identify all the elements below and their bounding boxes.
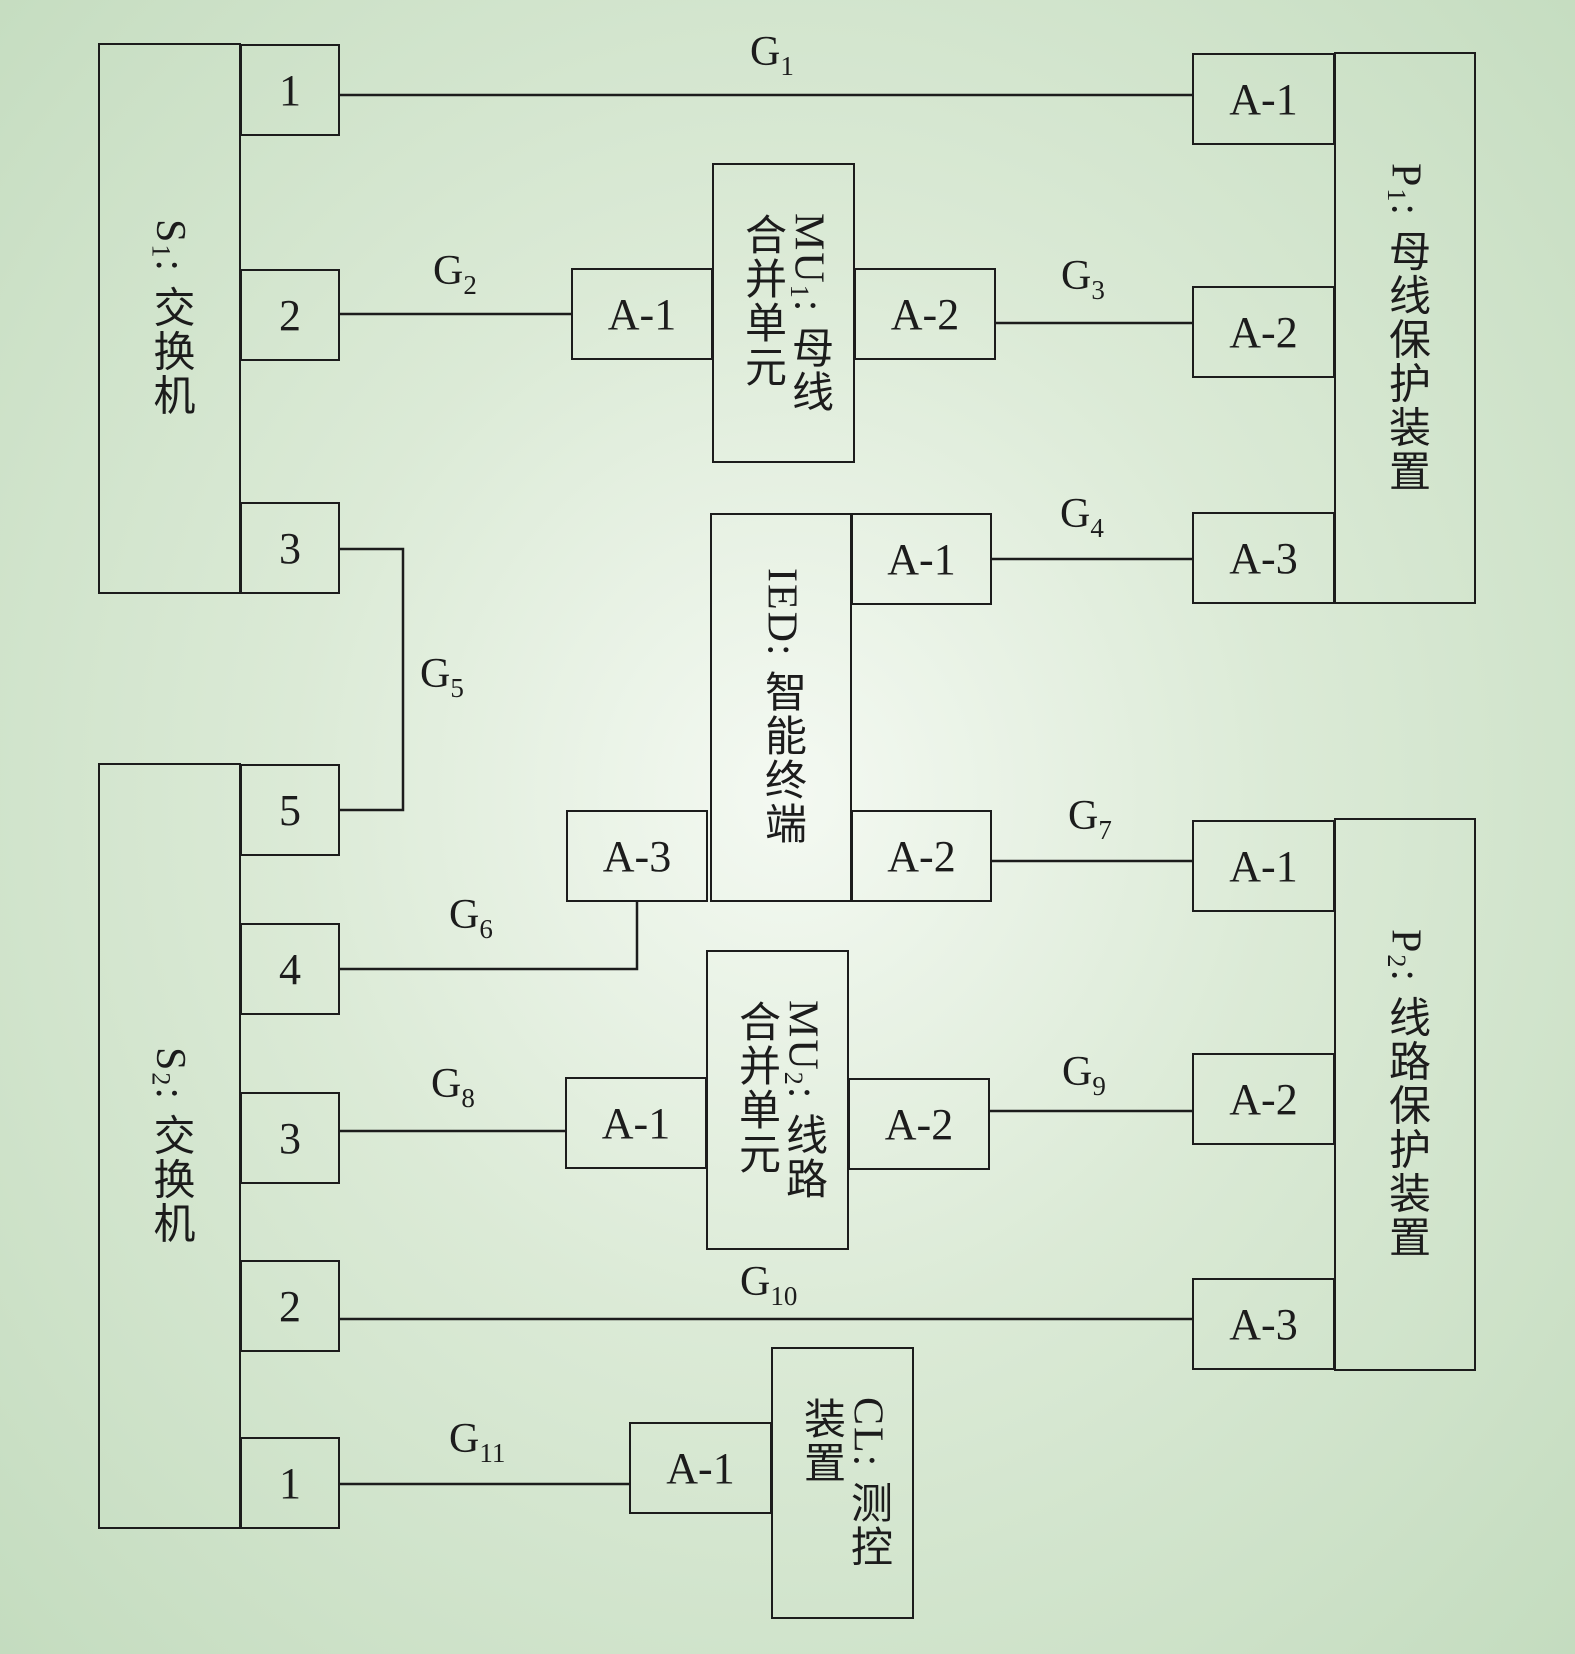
p1-port-a1: A-1 bbox=[1192, 53, 1335, 145]
link-label-g1: G1 bbox=[750, 29, 794, 81]
link-label-g7: G7 bbox=[1068, 793, 1112, 845]
p1-port-a3: A-3 bbox=[1192, 512, 1335, 604]
s2-port-2: 2 bbox=[240, 1260, 340, 1352]
device-cl: CL: 测控 装置 bbox=[771, 1347, 914, 1619]
p2-port-a1: A-1 bbox=[1192, 820, 1335, 912]
p2-label: P2: 线路保护装置 bbox=[1382, 929, 1429, 1260]
switch-s2: S2: 交换机 bbox=[98, 763, 241, 1529]
s1-port-3: 3 bbox=[240, 502, 340, 594]
mu2-label: MU2: 线路 合并单元 bbox=[732, 999, 826, 1201]
link-label-g11: G11 bbox=[449, 1416, 506, 1468]
mu1-label: MU1: 母线 合并单元 bbox=[738, 212, 832, 414]
ied-port-a1: A-1 bbox=[851, 513, 992, 605]
link-label-g9: G9 bbox=[1062, 1049, 1106, 1101]
mu2-port-a2: A-2 bbox=[848, 1078, 990, 1170]
p2-port-a3: A-3 bbox=[1192, 1278, 1335, 1370]
s2-port-1: 1 bbox=[240, 1437, 340, 1529]
link-label-g4: G4 bbox=[1060, 491, 1104, 543]
device-p1: P1: 母线保护装置 bbox=[1334, 52, 1476, 604]
p2-port-a2: A-2 bbox=[1192, 1053, 1335, 1145]
mu1-port-a1: A-1 bbox=[571, 268, 713, 360]
mu1-port-a2: A-2 bbox=[854, 268, 996, 360]
mu2-port-a1: A-1 bbox=[565, 1077, 707, 1169]
switch-s1-label: S1: 交换机 bbox=[146, 219, 194, 418]
cl-port-a1: A-1 bbox=[629, 1422, 772, 1514]
link-label-g6: G6 bbox=[449, 892, 493, 944]
link-label-g8: G8 bbox=[431, 1061, 475, 1113]
link-g5 bbox=[340, 547, 405, 812]
s2-port-5: 5 bbox=[240, 764, 340, 856]
s1-port-2: 2 bbox=[240, 269, 340, 361]
switch-s2-label: S2: 交换机 bbox=[146, 1046, 194, 1246]
switch-s1: S1: 交换机 bbox=[98, 43, 241, 594]
link-label-g5: G5 bbox=[420, 651, 464, 703]
s2-port-3: 3 bbox=[240, 1092, 340, 1184]
link-label-g2: G2 bbox=[433, 248, 477, 300]
link-label-g10: G10 bbox=[740, 1259, 798, 1311]
link-g6 bbox=[340, 901, 639, 971]
s2-port-4: 4 bbox=[240, 923, 340, 1015]
p1-port-a2: A-2 bbox=[1192, 286, 1335, 378]
link-label-g3: G3 bbox=[1061, 253, 1105, 305]
ied-port-a3: A-3 bbox=[566, 810, 708, 902]
s1-port-1: 1 bbox=[240, 44, 340, 136]
merging-unit-mu1: MU1: 母线 合并单元 bbox=[712, 163, 855, 463]
merging-unit-mu2: MU2: 线路 合并单元 bbox=[706, 950, 849, 1250]
ied-port-a2: A-2 bbox=[851, 810, 992, 902]
ied-label: IED: 智能终端 bbox=[758, 568, 805, 847]
p1-label: P1: 母线保护装置 bbox=[1382, 162, 1429, 494]
device-ied: IED: 智能终端 bbox=[710, 513, 852, 902]
device-p2: P2: 线路保护装置 bbox=[1334, 818, 1476, 1371]
cl-label: CL: 测控 装置 bbox=[797, 1397, 891, 1569]
